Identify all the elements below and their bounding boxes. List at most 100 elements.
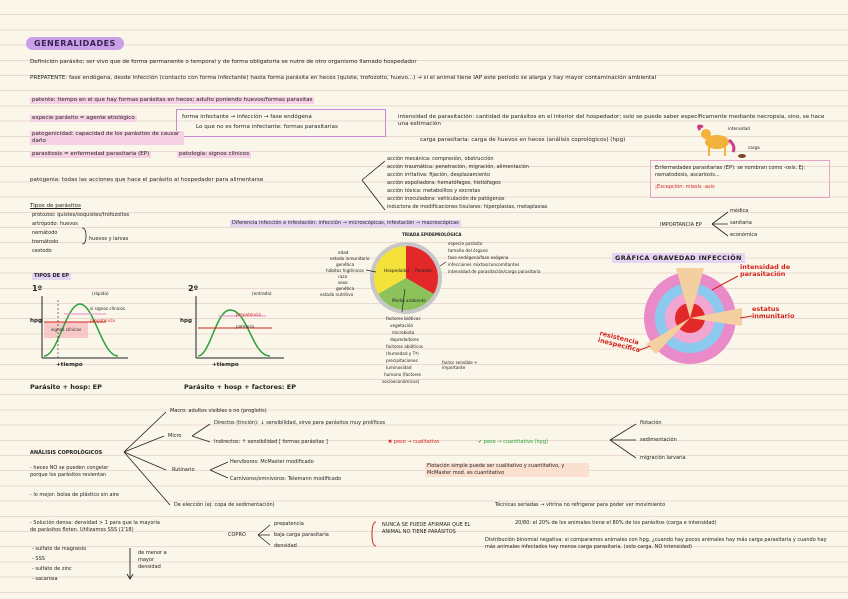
excepcion-line: ¡Excepción: miasis -asis bbox=[655, 184, 715, 190]
indirectos-cualitativo: ✖ peso → cualitativo bbox=[388, 439, 440, 445]
graph1-hpg: hpg bbox=[30, 318, 42, 324]
accion-3: acción irritativa: fijación, desplazamie… bbox=[387, 172, 491, 178]
graph1-signos: signos clínicos bbox=[51, 327, 82, 332]
tipos-ep-title: TIPOS DE EP bbox=[32, 273, 71, 280]
tipo-5: cestodo bbox=[32, 248, 52, 254]
importancia-3: económica bbox=[730, 232, 758, 238]
patologia-line: patología: signos clínicos bbox=[177, 151, 252, 158]
copro-label: COPRO bbox=[228, 532, 246, 538]
solucion-line: - Solución densa: densidad > 1 para que … bbox=[30, 520, 160, 533]
tipo-1: protozoo: quistes/ooquistes/trofozoitos bbox=[32, 212, 130, 218]
binomial-line: Distribución binomial negativa: si compa… bbox=[485, 537, 827, 550]
tipo-2: artrópodo: huevos bbox=[32, 221, 78, 227]
par-factor-5: intensidad de parasitación/carga parasit… bbox=[448, 269, 541, 274]
solution-3: - sulfato de zinc bbox=[32, 566, 72, 572]
prepatente-line: PREPATENTE: fase endógena, desde infecci… bbox=[30, 75, 657, 81]
importancia-1: médica bbox=[730, 208, 749, 214]
accion-2: acción traumática: penetración, migració… bbox=[387, 164, 529, 170]
huevos-larvas: huevos y larvas bbox=[89, 236, 129, 242]
graph1-si-signos: si signos clínicos bbox=[90, 306, 125, 311]
patente-line: patente: tiempo en el que hay formas par… bbox=[30, 97, 315, 104]
definicion-line: Definición parásito: ser vivo que de for… bbox=[30, 59, 417, 65]
amb-factor-10: socioeconómicos) bbox=[382, 379, 420, 384]
indirectos-cuantitativo: ✔ peso → cuantitativo (hpg) bbox=[478, 439, 548, 445]
hosp-factor-8: estado nutritivo bbox=[320, 292, 354, 297]
forma-no-infectante-line: Lo que no es forma infectante: formas pa… bbox=[196, 124, 338, 130]
hosp-factor-1: edad bbox=[338, 250, 349, 255]
importancia-title: IMPORTANCIA EP bbox=[660, 222, 702, 228]
amb-factor-4: depredadores bbox=[390, 337, 419, 342]
especie-line: especie parásito = agente etiológico bbox=[30, 115, 137, 122]
importancia-2: sanitaria bbox=[730, 220, 752, 226]
nunca-note: NUNCA SE PUEDE AFIRMAR QUE EL ANIMAL NO … bbox=[382, 522, 471, 535]
forma-infectante-line: forma infectante → infección → fase endó… bbox=[182, 114, 312, 120]
flotacion-label: flotación bbox=[640, 420, 662, 426]
accion-4: acción expoliadora: hematófagos, histióf… bbox=[387, 180, 501, 186]
hosp-factor-3: genética bbox=[336, 262, 355, 267]
graph2-hpg: hpg bbox=[180, 318, 192, 324]
ep2-formula: Parásito + hosp + factores: EP bbox=[184, 383, 296, 391]
solution-1: - sulfato de magnesio bbox=[32, 546, 87, 552]
heces-note-2: - lo mejor: bolsa de plástico sin aire bbox=[30, 492, 119, 498]
analisis-title: ANÁLISIS COPROLÓGICOS bbox=[30, 450, 103, 456]
page-title: GENERALIDADES bbox=[26, 37, 124, 50]
eleccion-line: De elección (ej: copa de sedimentación) bbox=[174, 502, 275, 508]
densidad-note: de menor a mayor densidad bbox=[138, 550, 167, 570]
carnivoros-line: Carnívoros/omnívoros: Telemann modificad… bbox=[230, 476, 342, 482]
gravedad-title: GRÁFICA GRAVEDAD INFECCIÓN bbox=[612, 253, 745, 263]
amb-factor-8: luminosidad bbox=[386, 365, 412, 370]
regla-line: 20/80: el 20% de los animales tiene el 8… bbox=[515, 520, 717, 526]
graph2-note: (entrada) bbox=[252, 291, 272, 296]
intensidad-line: intensidad de parasitación: cantidad de … bbox=[398, 114, 825, 127]
amb-factor-1: factores bióticos bbox=[386, 316, 421, 321]
flotacion-simple-note: Flotación simple puede ser cualitativo y… bbox=[425, 463, 589, 477]
hosp-factor-6: sexo bbox=[338, 280, 348, 285]
accion-7: inductora de modificaciones tisulares: h… bbox=[387, 204, 548, 210]
solution-2: - SSS bbox=[32, 556, 45, 562]
tipo-4: tremátodo bbox=[32, 239, 59, 245]
indirectos-line: Indirectos: ↑ sensibilidad [ formas pará… bbox=[214, 439, 328, 445]
tecnicas-line: Técnicas seriadas → vitrina no refrigera… bbox=[495, 502, 666, 508]
parasitosis-line: parasitosis = enfermedad parasitaria (EP… bbox=[30, 151, 152, 158]
graph1-prepatencia: prepatencia bbox=[90, 318, 115, 323]
macro-line: Macro: adultos visibles o no (proglotis) bbox=[170, 408, 267, 414]
ep1-formula: Parásito + hosp: EP bbox=[30, 383, 102, 391]
tipo-3: nemátodo bbox=[32, 230, 58, 236]
diferencia-line: Diferencia infección e infestación: infe… bbox=[230, 220, 461, 227]
graph2-patencia: patencia bbox=[236, 324, 255, 329]
accion-5: acción tóxica: metabolitos y excretas bbox=[387, 188, 481, 194]
intensidad-parasitacion-label: intensidad de parasitación bbox=[740, 263, 791, 278]
factor-sensible: factor sensible + importante bbox=[442, 360, 478, 370]
amb-factor-6: (humedad y Tª) bbox=[386, 351, 419, 356]
copro-item-3: densidad bbox=[274, 543, 297, 549]
directos-line: Directos (tinción): ↓ sensibilidad, sirv… bbox=[214, 420, 386, 426]
amb-factor-5: factores abióticos bbox=[386, 344, 424, 349]
graph2-label: 2º bbox=[188, 284, 199, 293]
forma-infectante-box bbox=[176, 109, 386, 137]
hosp-factor-5: raza bbox=[338, 274, 348, 279]
triada-title: TRIADA EPIDEMIOLÓGICA bbox=[402, 232, 462, 237]
par-factor-4: infecciones mixtas/concomitantes bbox=[448, 262, 520, 267]
amb-factor-7: precipitaciones bbox=[386, 358, 418, 363]
indirectos-cuantitativo-text: peso → cuantitativo (hpg) bbox=[483, 439, 548, 445]
enfermedades-box bbox=[650, 160, 830, 198]
carga-line: carga parasitaria: carga de huevos en he… bbox=[420, 137, 626, 143]
par-factor-3: fase endógena/fase exógena bbox=[448, 255, 509, 260]
micro-label: Micro bbox=[168, 433, 182, 439]
rutinario-label: Rutinario bbox=[172, 467, 195, 473]
hosp-factor-7: genética bbox=[336, 286, 355, 291]
hosp-factor-2: estado inmunitario bbox=[330, 256, 370, 261]
graph2-prepatencia: prepatencia bbox=[236, 312, 261, 317]
pie-hospedador: Hospedador bbox=[384, 268, 410, 273]
indirectos-cualitativo-text: peso → cualitativo bbox=[393, 439, 440, 445]
graph2-tiempo: +tiempo bbox=[212, 362, 239, 368]
graph1-note: (rápida) bbox=[92, 291, 109, 296]
migracion-label: migración larvaria bbox=[640, 455, 686, 461]
patogenicidad-line: patogenicidad: capacidad de los parásito… bbox=[30, 131, 184, 145]
par-factor-2: tamaño del órgano bbox=[448, 248, 488, 253]
copro-item-1: prepatencia bbox=[274, 521, 304, 527]
amb-factor-9: humano (factores bbox=[384, 372, 422, 377]
hosp-factor-4: hábitos higiénicos bbox=[326, 268, 364, 273]
intensidad-label: intensidad bbox=[728, 126, 750, 131]
tipos-title: Tipos de parásitos bbox=[30, 203, 81, 209]
